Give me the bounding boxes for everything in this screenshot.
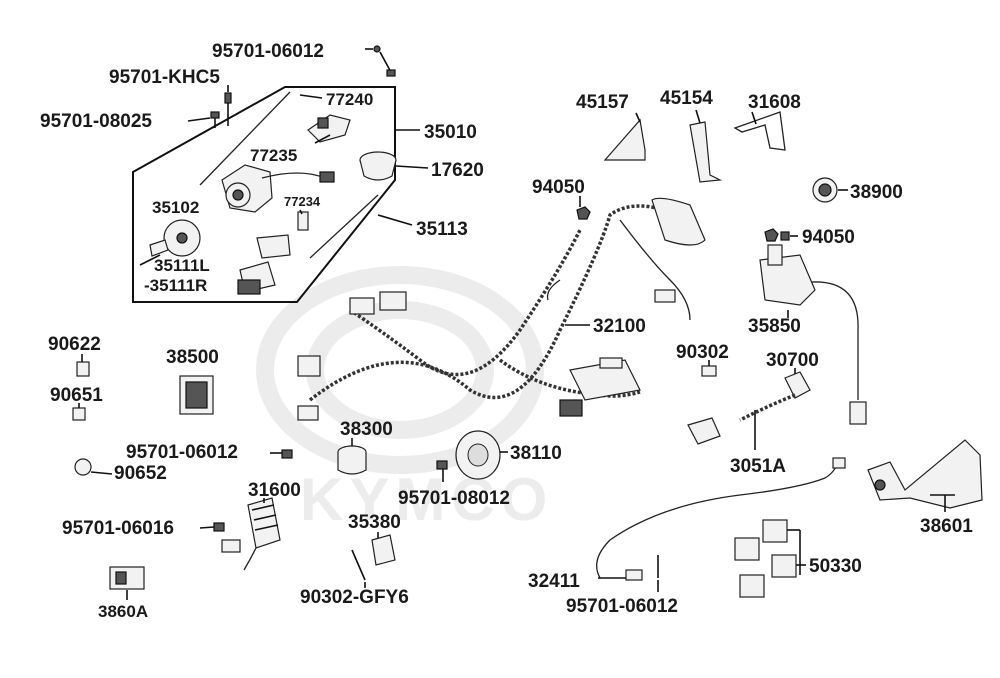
key-plate-35102 xyxy=(139,219,201,266)
label-77240: 77240 xyxy=(326,90,373,109)
horn-38110 xyxy=(455,430,501,480)
label-94050-b: 94050 xyxy=(802,227,855,248)
bracket-77235 xyxy=(307,114,351,143)
label-90302-gfy6: 90302-GFY6 xyxy=(300,587,409,608)
label-95701-06016: 95701-06016 xyxy=(62,518,174,539)
bolt-95701-08025 xyxy=(210,111,220,128)
cable-32411 xyxy=(596,457,846,581)
label-32411: 32411 xyxy=(528,571,580,592)
socket-38900 xyxy=(812,177,838,203)
part-labels: 95701-06012 95701-KHC5 95701-08025 77240… xyxy=(40,41,973,621)
label-38300: 38300 xyxy=(340,419,393,440)
bolt-95701-06012-top xyxy=(373,45,396,77)
regulator-31600 xyxy=(243,497,281,571)
bolt-95701-06016 xyxy=(213,522,241,553)
cable-35113 xyxy=(309,194,379,259)
relay-38500 xyxy=(179,375,214,415)
bracket-45157 xyxy=(603,118,646,161)
label-95701-06012-bot: 95701-06012 xyxy=(566,596,678,617)
plug-cap-30700 xyxy=(687,371,811,445)
label-35850: 35850 xyxy=(748,316,801,337)
part-90651 xyxy=(72,407,86,421)
label-31600: 31600 xyxy=(248,480,301,501)
label-31608: 31608 xyxy=(748,92,801,113)
cap-17620 xyxy=(359,151,397,181)
label-35113: 35113 xyxy=(416,219,468,240)
label-38601: 38601 xyxy=(920,516,973,537)
label-35102: 35102 xyxy=(152,198,199,217)
label-35010: 35010 xyxy=(424,122,477,143)
label-95701-08025: 95701-08025 xyxy=(40,111,152,132)
keys-35111 xyxy=(237,234,291,295)
label-90652: 90652 xyxy=(114,463,167,484)
switch-38300 xyxy=(337,445,367,475)
pads-50330 xyxy=(734,519,797,598)
kit-frame xyxy=(132,86,396,303)
label-95701-06012-mid: 95701-06012 xyxy=(126,442,238,463)
bolt-95701-06012-mid xyxy=(281,449,293,459)
watermark-text: KYMCO xyxy=(300,466,553,533)
part-77234 xyxy=(297,211,309,231)
clamp-90652 xyxy=(74,458,92,476)
label-95701-06012-top: 95701-06012 xyxy=(212,41,324,62)
label-17620: 17620 xyxy=(431,160,484,181)
leader-lines xyxy=(78,48,955,600)
bracket-45154 xyxy=(689,121,723,183)
label-45157: 45157 xyxy=(576,92,629,113)
label-35380: 35380 xyxy=(348,512,401,533)
label-38500: 38500 xyxy=(166,347,219,368)
label-90302: 90302 xyxy=(676,342,729,363)
bracket-31608 xyxy=(733,111,786,151)
label-35111l: 35111L xyxy=(154,256,210,275)
label-3860a: 3860A xyxy=(98,602,148,621)
label-38900: 38900 xyxy=(850,182,903,203)
nut-94050-a xyxy=(576,206,591,220)
ignition-coil-35850 xyxy=(759,244,867,425)
nut-94050-b xyxy=(764,228,790,242)
ignition-switch xyxy=(221,164,335,213)
label-77235: 77235 xyxy=(250,146,297,165)
label-3051a: 3051A xyxy=(730,456,786,477)
label-94050-a: 94050 xyxy=(532,177,585,198)
label-32100: 32100 xyxy=(593,316,646,337)
bolt-95701-khc5 xyxy=(224,92,232,126)
relay-35380 xyxy=(371,534,396,566)
bolt-95701-08012 xyxy=(436,460,448,470)
label-35111r: -35111R xyxy=(144,276,207,295)
label-90622: 90622 xyxy=(48,334,101,355)
clip-90302 xyxy=(701,365,717,377)
label-95701-08012: 95701-08012 xyxy=(398,488,510,509)
bolt-90302-gfy6 xyxy=(351,549,366,581)
bracket-38601 xyxy=(867,439,983,509)
label-45154: 45154 xyxy=(660,88,713,109)
connector-3860a xyxy=(109,566,145,590)
label-90651: 90651 xyxy=(50,385,103,406)
label-95701-khc5: 95701-KHC5 xyxy=(109,67,220,88)
label-77234: 77234 xyxy=(284,194,321,209)
label-30700: 30700 xyxy=(766,350,819,371)
wiring-harness-32100 xyxy=(297,197,706,421)
label-50330: 50330 xyxy=(809,556,862,577)
part-90622 xyxy=(76,361,90,377)
label-38110: 38110 xyxy=(510,443,562,464)
cable-77240 xyxy=(199,91,291,186)
